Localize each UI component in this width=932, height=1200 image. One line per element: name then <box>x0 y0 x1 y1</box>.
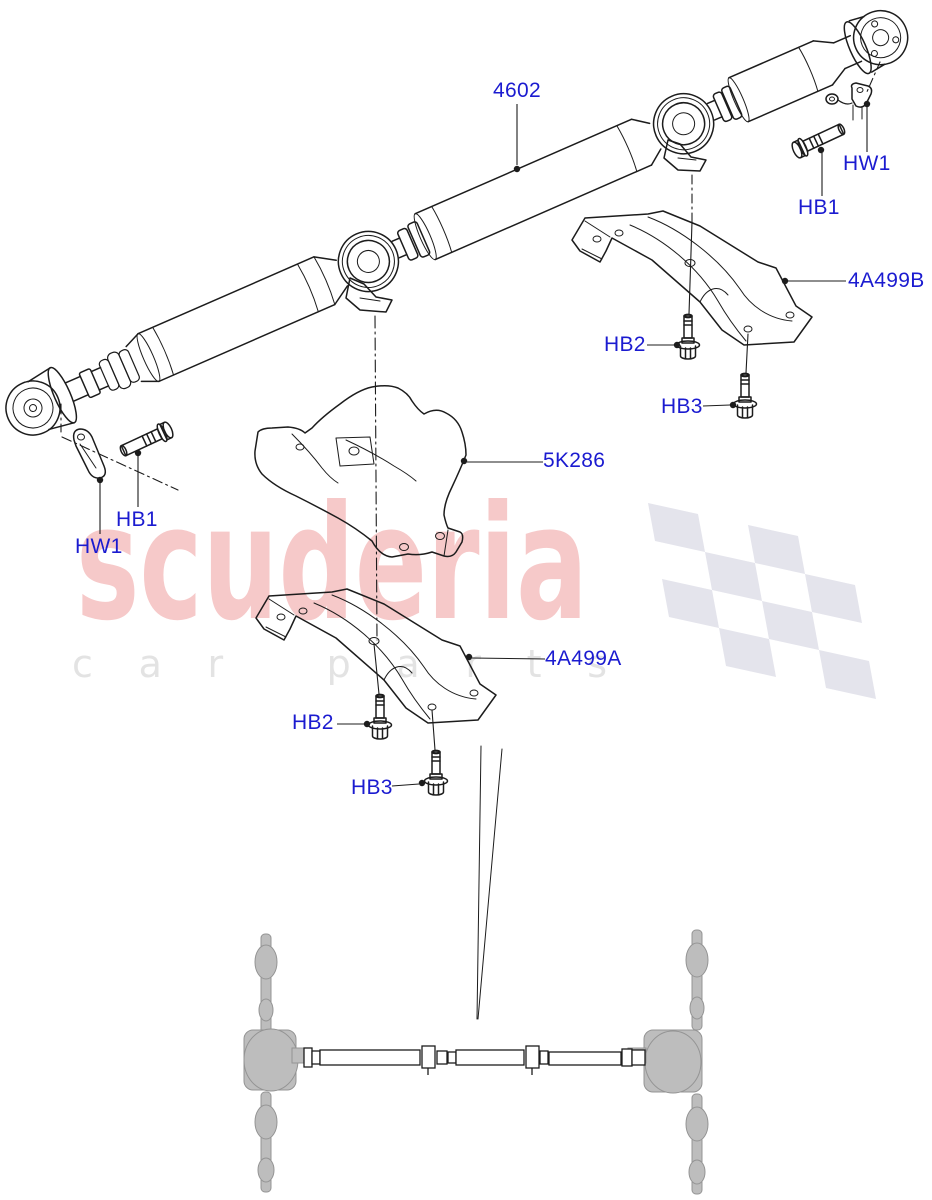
rear-tube <box>413 118 662 261</box>
front-flange <box>5 366 78 436</box>
checkered-flag-watermark <box>648 503 876 699</box>
front-tube <box>136 256 349 383</box>
heat-shield <box>254 384 467 558</box>
watermark: scuderia car parts <box>72 472 876 699</box>
bolt-hb1-front <box>116 419 177 462</box>
strap-hw1-front <box>72 428 107 479</box>
propshaft-overview <box>303 1045 646 1075</box>
overview-pointer-lines <box>476 745 503 1020</box>
leader-lines <box>96 100 871 787</box>
rear-axle-silhouette <box>627 929 709 1195</box>
bolt-hb3-right <box>732 372 758 419</box>
bolt-hb3-left <box>423 749 449 796</box>
watermark-subtext: car parts <box>72 642 607 686</box>
cv-boot <box>98 349 140 391</box>
propshaft-drawing <box>5 9 909 436</box>
rear-stub-tube <box>727 40 834 123</box>
drivetrain-overview <box>243 929 709 1195</box>
bolt-hb2-right <box>675 313 701 360</box>
bolt-hb2-left <box>367 693 393 740</box>
front-axle-silhouette <box>243 933 311 1193</box>
bearing-foot-front <box>345 277 393 313</box>
center-bearing-rear <box>643 83 724 165</box>
bearing-foot-rear <box>663 139 707 172</box>
rear-flange-joint <box>812 9 909 86</box>
bolt-hb1-rear <box>788 118 849 161</box>
watermark-brand-text: scuderia <box>76 472 588 656</box>
centerlines <box>60 61 881 751</box>
strap-hw1-rear <box>825 82 873 121</box>
